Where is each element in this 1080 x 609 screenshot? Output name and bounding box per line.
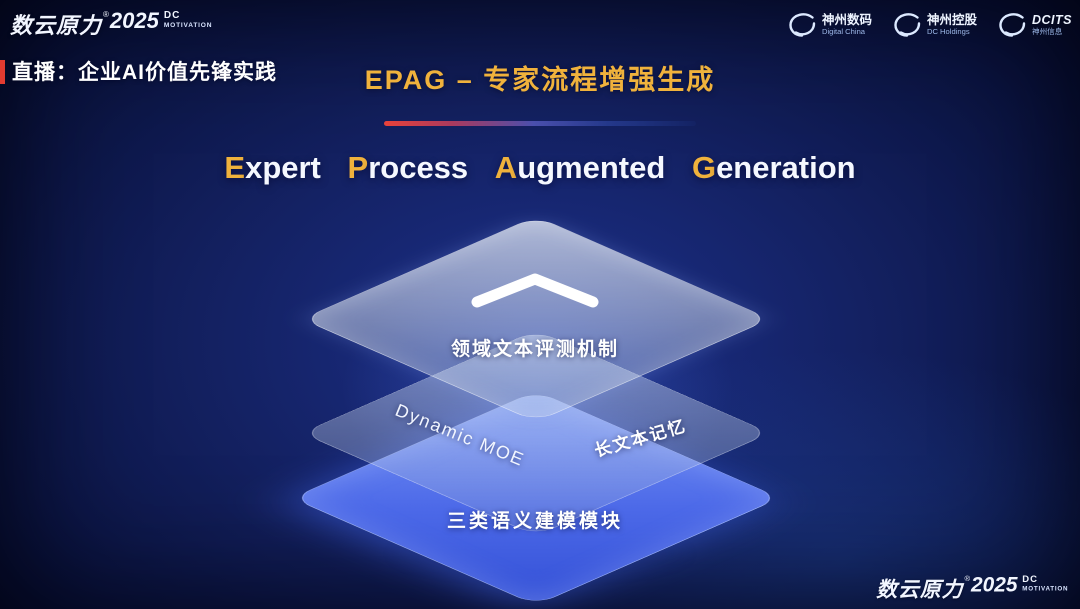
layer-bottom-label: 三类语义建模模块: [446, 511, 623, 532]
word-rest: eneration: [716, 150, 856, 185]
partner-logos: 神州数码 Digital China 神州控股 DC Holdings DCIT…: [787, 10, 1072, 40]
partner-subtitle: Digital China: [821, 26, 866, 36]
title-word: Augmented: [495, 150, 666, 185]
partner-dcits: DCITS 神州信息: [997, 10, 1072, 40]
gradient-divider: [384, 121, 696, 126]
title-word: Expert: [224, 150, 321, 185]
brand-dc: DC: [163, 10, 181, 21]
brand-name: 数云原力: [10, 13, 103, 38]
brand-motivation: MOTIVATION: [163, 22, 213, 29]
partner-subtitle: DC Holdings: [926, 26, 970, 36]
gold-initial: G: [691, 150, 717, 185]
partner-subtitle: 神州信息: [1032, 26, 1063, 36]
registered-mark: ®: [964, 574, 970, 584]
partner-dc-holdings: 神州控股 DC Holdings: [892, 10, 977, 40]
registered-mark: ®: [103, 10, 109, 19]
gold-initial: A: [494, 150, 518, 185]
word-rest: ugmented: [517, 150, 666, 185]
gold-initial: E: [224, 150, 246, 185]
title-word: Generation: [692, 150, 856, 185]
live-label: 直播：企业AI价值先锋实践: [12, 61, 277, 84]
brand-name: 数云原力: [875, 577, 964, 602]
partner-name: 神州控股: [926, 13, 977, 28]
brand-logo-top-left: 数云原力®2025 DC MOTIVATION: [10, 8, 212, 40]
layer-top-label: 领域文本评测机制: [450, 339, 619, 360]
brand-logo-bottom-right: 数云原力®2025 DC MOTIVATION: [876, 573, 1068, 603]
page-title-cn: EPAG – 专家流程增强生成: [364, 65, 716, 95]
gold-initial: P: [347, 150, 369, 185]
brand-sub-lockup: DC MOTIVATION: [1022, 573, 1068, 594]
brand-year: 2025: [970, 572, 1018, 597]
dcits-swoosh-icon: [999, 13, 1026, 37]
title-word: Process: [348, 150, 469, 185]
chevron-up-icon: [471, 273, 599, 308]
brand-sub-lockup: DC MOTIVATION: [164, 8, 212, 30]
page-title-en: Expert Process Augmented Generation: [0, 150, 1080, 186]
word-rest: rocess: [368, 150, 469, 185]
live-red-bar: [0, 60, 5, 84]
digital-china-swoosh-icon: [789, 13, 816, 37]
partner-name: DCITS: [1032, 13, 1072, 28]
brand-motivation: MOTIVATION: [1021, 585, 1068, 593]
partner-digital-china: 神州数码 Digital China: [787, 10, 872, 40]
dc-holdings-swoosh-icon: [894, 13, 921, 37]
word-rest: xpert: [245, 150, 321, 185]
brand-year: 2025: [109, 8, 159, 33]
partner-name: 神州数码: [821, 13, 872, 28]
brand-dc: DC: [1021, 574, 1038, 585]
